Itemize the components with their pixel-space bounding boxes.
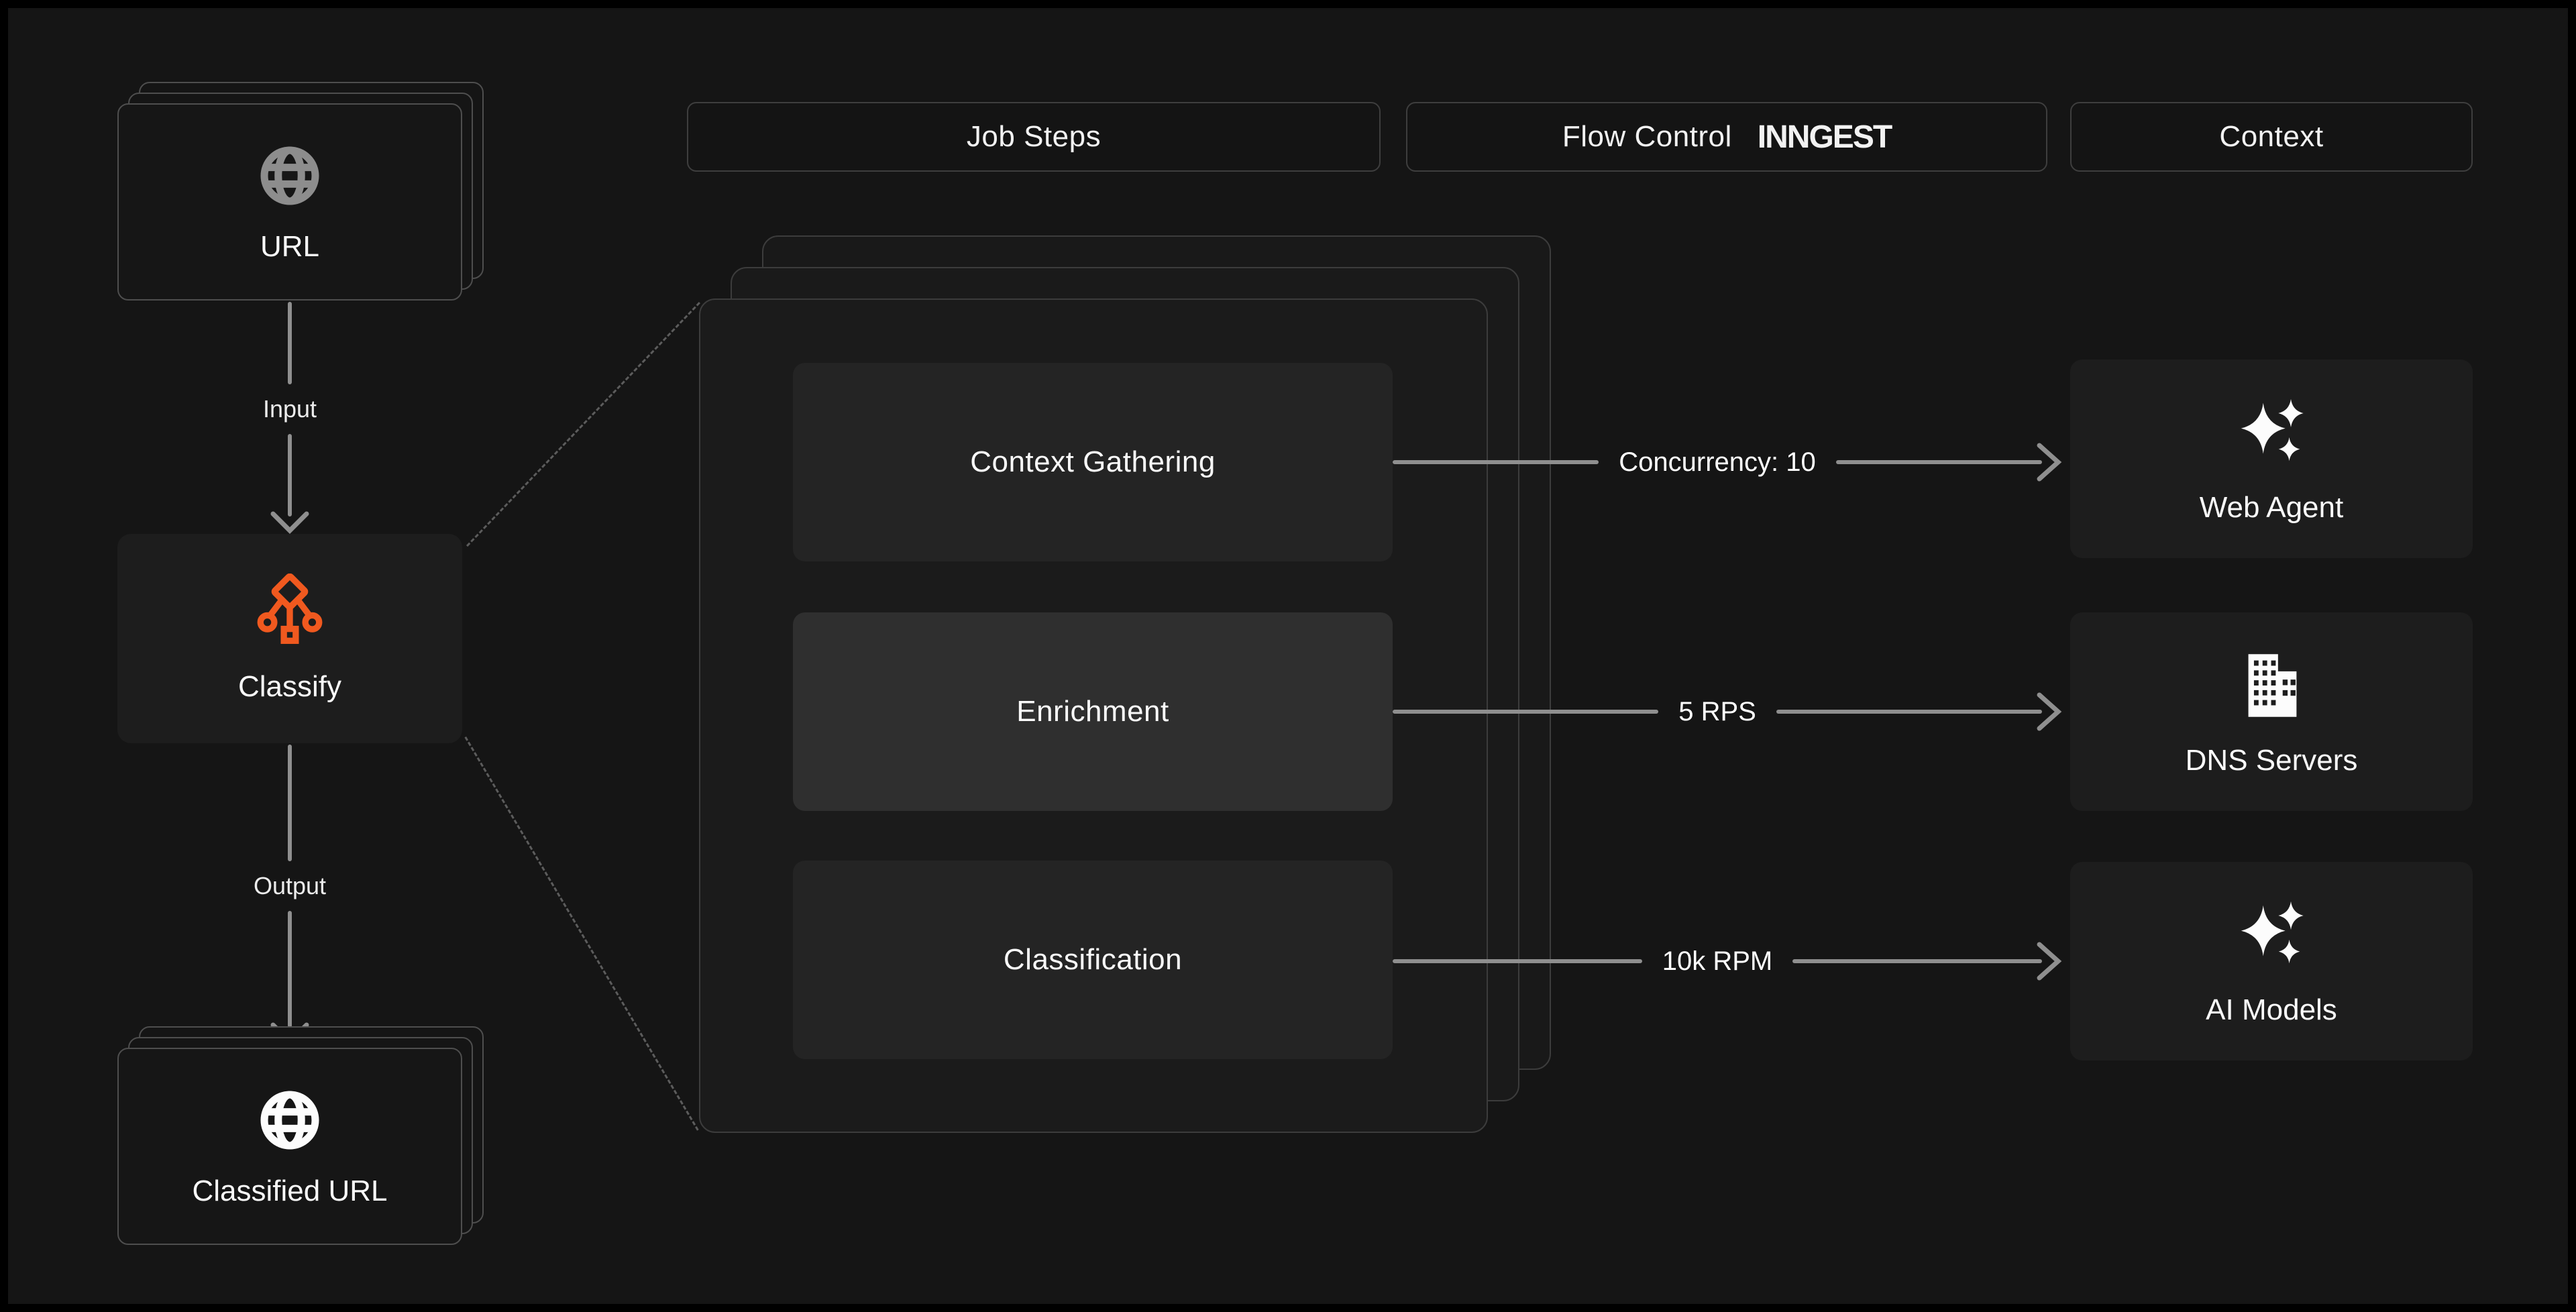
flow-arrow-rpm: 10k RPM <box>1393 939 2063 983</box>
arrow-line <box>288 745 292 861</box>
sparkles-icon <box>2241 901 2304 964</box>
step-label: Classification <box>1003 943 1183 976</box>
arrowhead-right-icon <box>2035 690 2063 734</box>
flow-control-header: Flow Control INNGEST <box>1406 102 2047 172</box>
arrow-line <box>288 911 292 1028</box>
arrow-line <box>288 434 292 516</box>
step-enrichment: Enrichment <box>793 612 1393 811</box>
url-card: URL <box>117 103 462 300</box>
job-steps-header-label: Job Steps <box>966 120 1102 153</box>
classified-url-card-stack: Classified URL <box>117 1026 484 1245</box>
classify-tree-icon <box>250 573 329 653</box>
classify-node-label: Classify <box>237 670 342 703</box>
output-arrow: Output <box>254 745 326 1046</box>
arrow-line <box>1792 959 2042 963</box>
context-header-label: Context <box>2219 120 2324 153</box>
zoom-guide-line-bottom <box>464 736 699 1131</box>
flow-control-header-label: Flow Control <box>1562 120 1732 153</box>
arrow-line <box>1393 959 1642 963</box>
context-card-web-agent: Web Agent <box>2070 360 2473 558</box>
flow-arrow-rps: 5 RPS <box>1393 690 2063 734</box>
arrow-line <box>1776 710 2043 714</box>
arrowhead-right-icon <box>2035 440 2063 484</box>
globe-icon <box>254 140 325 211</box>
context-header: Context <box>2070 102 2473 172</box>
output-arrow-label: Output <box>253 872 327 899</box>
arrow-line <box>288 302 292 384</box>
job-steps-header: Job Steps <box>687 102 1381 172</box>
arrowhead-down-icon <box>268 510 312 535</box>
classified-url-card-label: Classified URL <box>192 1174 388 1207</box>
context-card-label: Web Agent <box>2199 491 2344 524</box>
context-card-ai-models: AI Models <box>2070 862 2473 1060</box>
classify-node: Classify <box>117 534 462 743</box>
step-label: Enrichment <box>1016 695 1169 728</box>
flow-arrow-concurrency: Concurrency: 10 <box>1393 440 2063 484</box>
context-card-dns-servers: DNS Servers <box>2070 612 2473 811</box>
inngest-logo: INNGEST <box>1757 119 1892 155</box>
arrow-line <box>1393 710 1659 714</box>
step-context-gathering: Context Gathering <box>793 363 1393 561</box>
building-icon <box>2248 654 2297 717</box>
url-card-label: URL <box>260 230 320 263</box>
step-classification: Classification <box>793 861 1393 1059</box>
zoom-guide-line-top <box>466 302 700 547</box>
context-card-label: AI Models <box>2206 993 2337 1026</box>
arrowhead-right-icon <box>2035 939 2063 983</box>
context-card-label: DNS Servers <box>2185 744 2358 777</box>
arrow-line <box>1393 460 1599 464</box>
flow-arrow-label: 5 RPS <box>1678 696 1756 726</box>
sparkles-icon <box>2241 398 2304 461</box>
url-card-stack: URL <box>117 82 484 300</box>
input-arrow: Input <box>263 302 317 535</box>
globe-icon <box>254 1085 325 1156</box>
step-label: Context Gathering <box>970 445 1216 478</box>
input-arrow-label: Input <box>262 395 317 423</box>
flow-arrow-label: 10k RPM <box>1662 946 1773 976</box>
flow-arrow-label: Concurrency: 10 <box>1619 447 1816 477</box>
classified-url-card: Classified URL <box>117 1048 462 1245</box>
arrow-line <box>1835 460 2043 464</box>
